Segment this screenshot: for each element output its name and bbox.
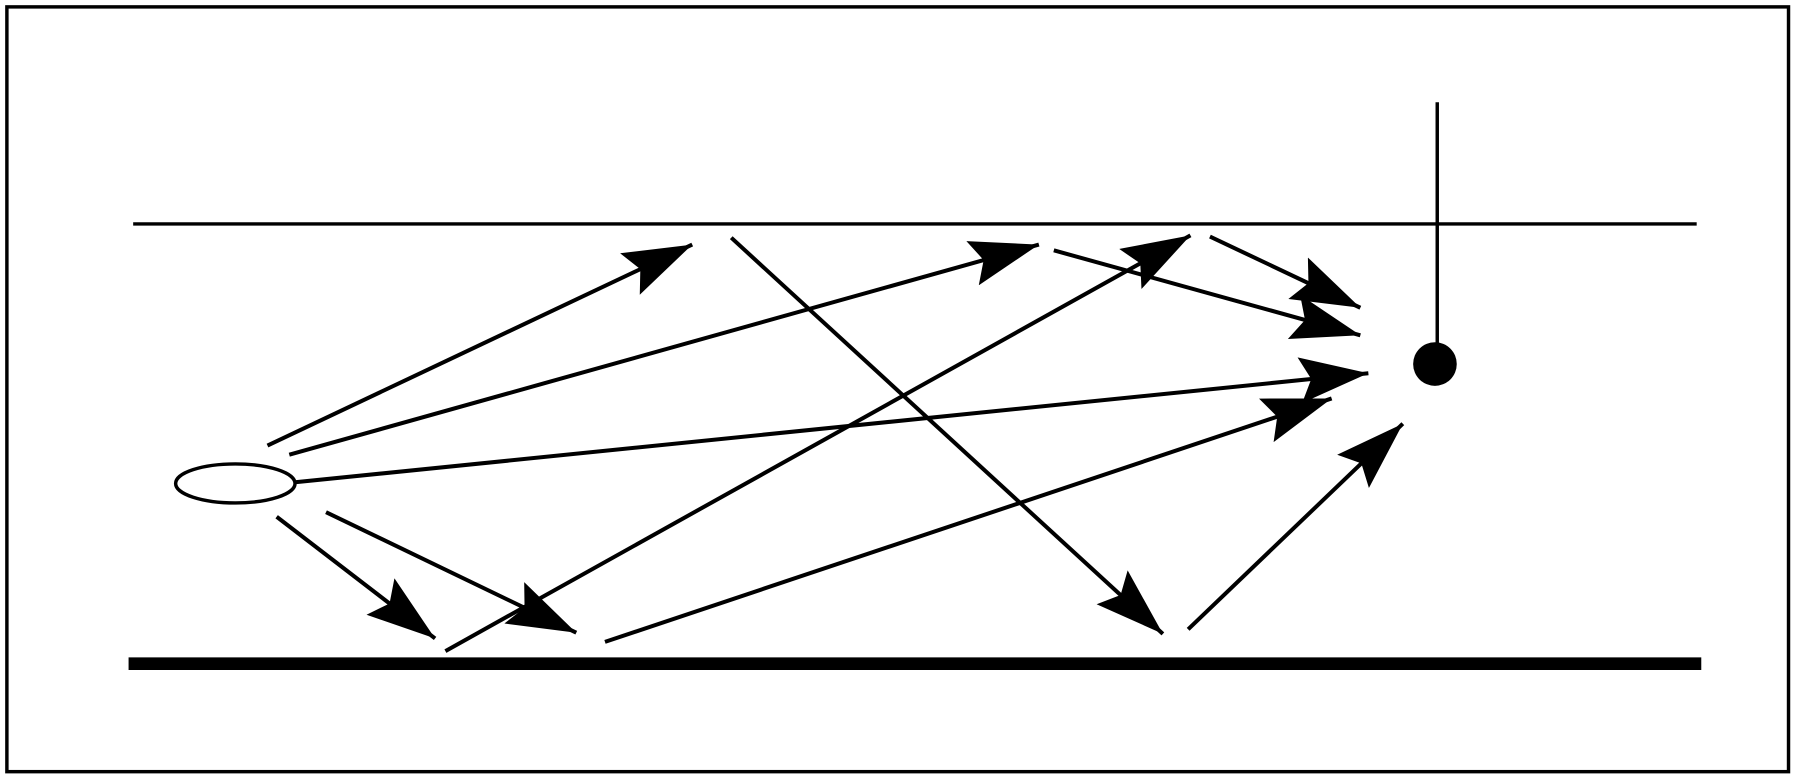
arrow-4 xyxy=(275,515,437,641)
arrow-10 xyxy=(604,396,1333,644)
arrow-7 xyxy=(1053,248,1361,340)
filled-dot xyxy=(1413,342,1457,386)
arrow-8 xyxy=(1209,234,1362,310)
arrow-3 xyxy=(294,357,1369,485)
arrow-6 xyxy=(729,236,1165,636)
arrow-1 xyxy=(266,242,694,448)
arrow-2 xyxy=(288,241,1040,457)
arrow-9 xyxy=(444,233,1192,653)
hollow-ellipse xyxy=(173,462,297,505)
arrow-5 xyxy=(325,510,578,635)
arrow-11 xyxy=(1186,422,1405,631)
